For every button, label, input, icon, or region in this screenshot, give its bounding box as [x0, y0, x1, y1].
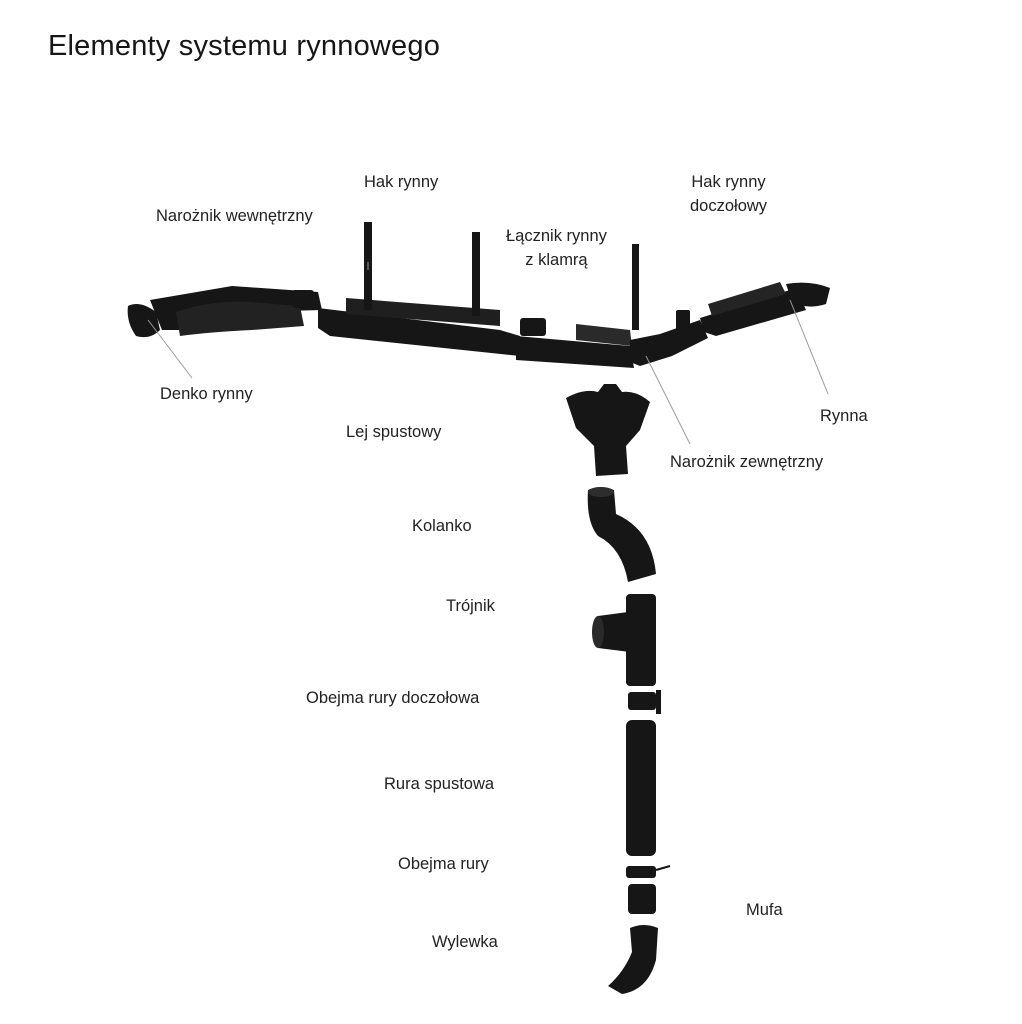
- hak-rynny-doczolowy-part: [632, 244, 639, 330]
- denko-rynny-part: [127, 304, 160, 338]
- label-hak-rynny-doczolowy: Hak rynny doczołowy: [690, 170, 767, 218]
- leader-lines: [147, 262, 829, 445]
- label-obejma-rury-doczolowa-text: Obejma rury doczołowa: [306, 689, 480, 707]
- label-naroznik-zewnetrzny-text: Narożnik zewnętrzny: [670, 453, 824, 471]
- label-rura-spustowa: Rura spustowa: [384, 772, 494, 796]
- kolanko-part: [587, 487, 656, 582]
- label-trojnik: Trójnik: [446, 594, 495, 618]
- label-trojnik-text: Trójnik: [446, 597, 495, 615]
- rynna-part: [318, 308, 520, 356]
- label-wylewka: Wylewka: [432, 930, 498, 954]
- label-wylewka-text: Wylewka: [432, 933, 498, 951]
- label-obejma-rury-doczolowa: Obejma rury doczołowa: [306, 686, 479, 710]
- hak-rynny-part-2: [472, 232, 480, 316]
- obejma-doczolowa-part: [628, 692, 656, 710]
- rynna-right-part: [700, 290, 806, 336]
- label-lacznik-rynny-line1: Łącznik rynny: [506, 227, 607, 245]
- label-hak-rynny-text: Hak rynny: [364, 173, 439, 191]
- label-hak-rynny-doczolowy-line1: Hak rynny: [691, 173, 766, 191]
- trojnik-part: [626, 594, 656, 686]
- naroznik-zewnetrzny-part: [630, 320, 708, 366]
- label-kolanko-text: Kolanko: [412, 517, 472, 535]
- lej-spustowy-part: [566, 384, 650, 476]
- lacznik-rynny-part: [520, 318, 546, 336]
- page-title: Elementy systemu rynnowego: [48, 30, 441, 62]
- label-denko-rynny: Denko rynny: [160, 382, 253, 406]
- label-naroznik-wewnetrzny-text: Narożnik wewnętrzny: [156, 207, 313, 225]
- obejma-rury-part: [626, 866, 656, 878]
- label-hak-rynny: Hak rynny: [364, 170, 438, 194]
- label-obejma-rury-text: Obejma rury: [398, 855, 489, 873]
- label-mufa-text: Mufa: [746, 901, 783, 919]
- label-lej-spustowy: Lej spustowy: [346, 420, 441, 444]
- rura-spustowa-part: [626, 720, 656, 856]
- label-naroznik-zewnetrzny: Narożnik zewnętrzny: [670, 450, 823, 474]
- label-rynna-text: Rynna: [820, 407, 868, 425]
- label-hak-rynny-doczolowy-line2: doczołowy: [690, 197, 768, 215]
- label-mufa: Mufa: [746, 898, 783, 922]
- label-denko-rynny-text: Denko rynny: [160, 385, 253, 403]
- mufa-part: [628, 884, 656, 914]
- label-obejma-rury: Obejma rury: [398, 852, 489, 876]
- label-rynna: Rynna: [820, 404, 868, 428]
- label-lacznik-rynny: Łącznik rynny z klamrą: [506, 224, 607, 272]
- label-rura-spustowa-text: Rura spustowa: [384, 775, 495, 793]
- label-lej-spustowy-text: Lej spustowy: [346, 423, 442, 441]
- label-naroznik-wewnetrzny: Narożnik wewnętrzny: [156, 204, 313, 228]
- label-lacznik-rynny-line2: z klamrą: [525, 251, 588, 269]
- wylewka-part: [608, 925, 658, 994]
- label-kolanko: Kolanko: [412, 514, 472, 538]
